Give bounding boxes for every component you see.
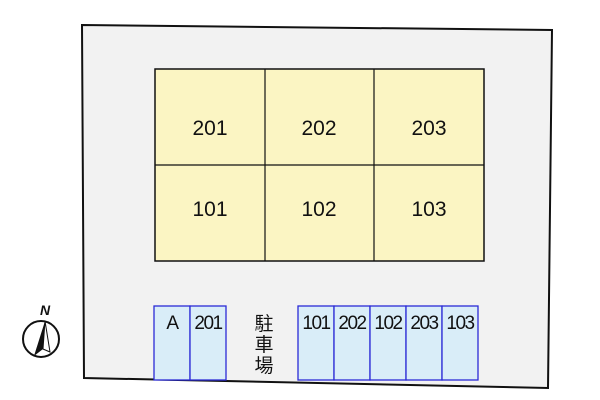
parking-lot-char: 場 [254,355,273,377]
compass: N [22,302,60,358]
parking-space-label: A [166,313,179,334]
parking-space [441,305,479,381]
north-arrow-icon [34,321,45,356]
parking-lot-label: 駐車場 [254,313,273,377]
unit-label: 203 [411,117,446,140]
parking-space [369,305,407,381]
building: 201 202 203 101 102 103 [154,68,485,262]
parking-space-label: 103 [446,313,474,334]
unit-label: 202 [301,117,336,140]
parking-lot-char: 車 [254,334,273,356]
parking-space [189,305,227,381]
parking-lot-char: 駐 [254,313,273,335]
unit-label: 201 [192,117,227,140]
unit-label: 103 [411,198,446,221]
parking-space-label: 203 [410,313,438,334]
parking-area: A 201 101 202 102 203 103 [153,305,479,381]
parking-space [405,305,443,381]
parking-space-label: 101 [302,313,330,334]
parking-space [333,305,371,381]
parking-space-label: 201 [194,313,222,334]
unit-label: 101 [192,198,227,221]
parking-space [297,305,335,381]
parking-space-label: 102 [374,313,402,334]
unit-label: 102 [301,198,336,221]
north-label: N [40,302,51,318]
parking-space-label: 202 [338,313,366,334]
